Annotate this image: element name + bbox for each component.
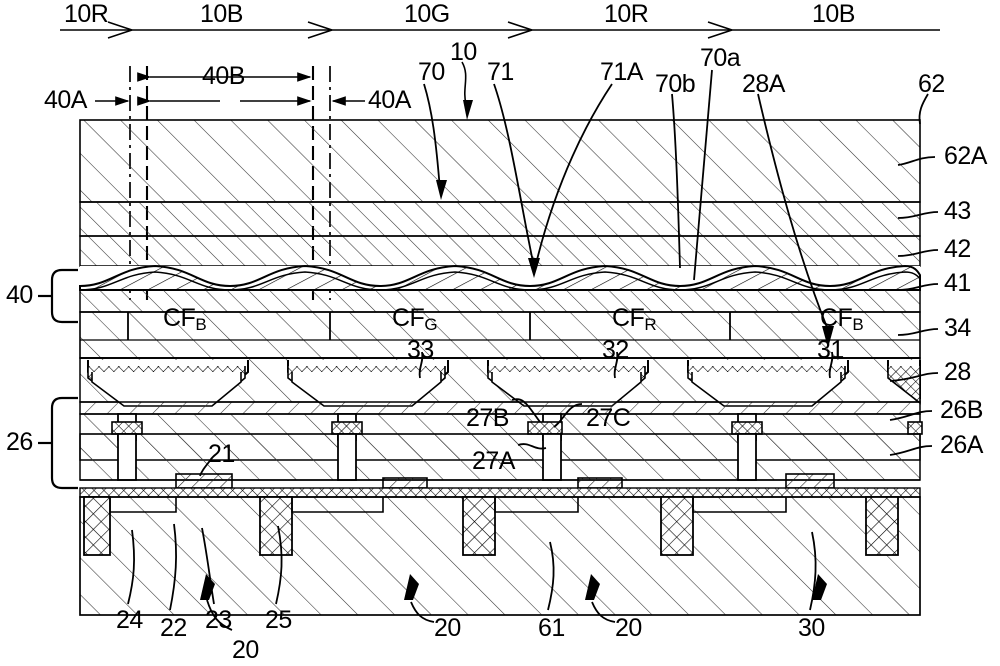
device-stack <box>79 119 923 616</box>
callout-34: 34 <box>944 314 971 342</box>
dimension-40A-left: 40A <box>44 86 87 114</box>
callout-26: 26 <box>6 428 33 456</box>
callout-70a: 70a <box>700 44 741 72</box>
leader-lines-inner <box>199 351 834 477</box>
callout-71: 71 <box>487 58 514 86</box>
scale-label-10B-2: 10B <box>812 0 855 28</box>
callout-21: 21 <box>208 440 235 468</box>
color-filter-band <box>79 311 921 359</box>
scale-label-10R-1: 10R <box>64 0 109 28</box>
cf-base: CF <box>392 304 425 332</box>
callout-27A: 27A <box>472 447 515 475</box>
callout-43: 43 <box>944 197 971 225</box>
trench-region <box>79 357 921 407</box>
color-filter-G: CFG <box>392 304 438 334</box>
callout-71A: 71A <box>600 58 643 86</box>
callout-70: 70 <box>418 58 445 86</box>
cf-sub: R <box>644 315 657 334</box>
callout-24: 24 <box>116 606 143 634</box>
callout-20-a: 20 <box>232 636 259 664</box>
cf-sub: B <box>852 315 864 334</box>
dimension-40B: 40B <box>202 62 245 90</box>
cf-base: CF <box>820 304 853 332</box>
dimension-40A-right: 40A <box>368 86 411 114</box>
scale-label-10R-2: 10R <box>604 0 649 28</box>
callout-28: 28 <box>944 358 971 386</box>
callout-27B: 27B <box>466 404 509 432</box>
callout-20-b: 20 <box>434 614 461 642</box>
cf-base: CF <box>612 304 645 332</box>
substrate-30 <box>79 496 921 616</box>
pad-row-21 <box>79 473 921 498</box>
callout-30: 30 <box>798 614 825 642</box>
color-filter-B-2: CFB <box>820 304 864 334</box>
callout-28A: 28A <box>742 70 785 98</box>
layer-26A <box>79 433 921 481</box>
layer-62 <box>79 119 921 203</box>
callout-26B: 26B <box>940 396 983 424</box>
callout-10: 10 <box>450 38 477 66</box>
top-scale-bar <box>60 21 940 39</box>
leader-lines-bottom <box>127 523 827 631</box>
callout-42: 42 <box>944 235 971 263</box>
callout-26A: 26A <box>940 431 983 459</box>
callout-62: 62 <box>918 70 945 98</box>
color-filter-B-1: CFB <box>163 304 207 334</box>
callout-31: 31 <box>817 336 844 364</box>
callout-40: 40 <box>6 281 33 309</box>
left-brackets <box>38 268 78 490</box>
callout-32: 32 <box>602 336 629 364</box>
layer-41-microlenses <box>79 264 921 291</box>
scale-label-10B-1: 10B <box>200 0 243 28</box>
callout-25: 25 <box>265 606 292 634</box>
cf-base: CF <box>163 304 196 332</box>
callout-33: 33 <box>407 336 434 364</box>
callout-22: 22 <box>160 614 187 642</box>
callout-62A: 62A <box>944 142 987 170</box>
trench-shapes <box>87 360 921 407</box>
scale-label-10G: 10G <box>404 0 450 28</box>
cf-sub: B <box>195 315 207 334</box>
leader-lines-right <box>889 156 939 456</box>
cf-sub: G <box>424 315 438 334</box>
callout-61: 61 <box>538 614 565 642</box>
color-filter-R: CFR <box>612 304 657 334</box>
callout-27C: 27C <box>586 404 631 432</box>
callout-23: 23 <box>205 606 232 634</box>
callout-70b: 70b <box>655 70 696 98</box>
callout-20-c: 20 <box>615 614 642 642</box>
layer-42 <box>79 235 921 267</box>
leader-lines <box>423 61 929 348</box>
callout-41: 41 <box>944 269 971 297</box>
